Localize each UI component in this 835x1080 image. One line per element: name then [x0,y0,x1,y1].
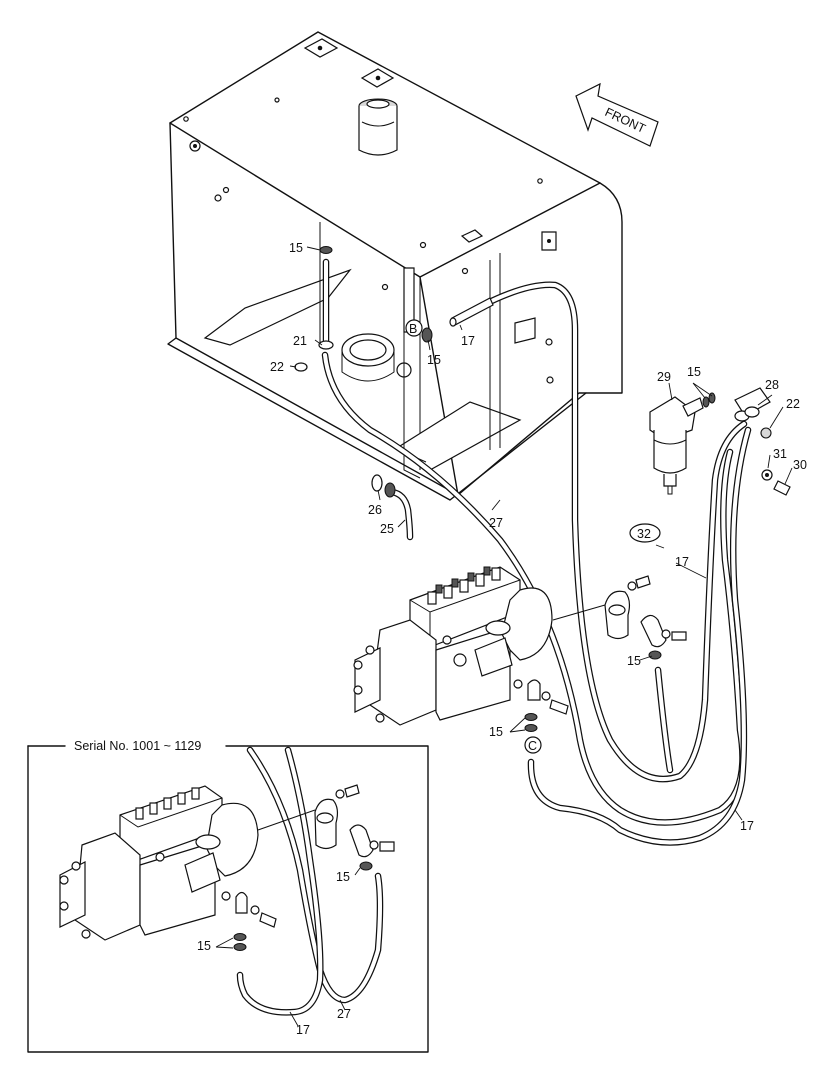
label-15: 15 [687,365,701,379]
label-28: 28 [765,378,779,392]
pipe-17-stub [449,297,494,327]
label-31: 31 [773,447,787,461]
callout-32: 32 [629,523,661,543]
fuel-hoses [321,258,752,846]
label-27: 27 [337,1007,351,1021]
delivery-valves [427,566,501,605]
fuel-tank [167,31,623,501]
label-21: 21 [293,334,307,348]
tank-top-bosses [183,38,557,275]
label-17: 17 [675,555,689,569]
label-27: 27 [489,516,503,530]
hose-clamps [294,246,433,498]
label-15: 15 [627,654,641,668]
label-26: 26 [368,503,382,517]
svg-text:B: B [409,322,417,336]
injection-pump-main [353,566,687,732]
label-29: 29 [657,370,671,384]
label-17: 17 [296,1023,310,1037]
label-15: 15 [289,241,303,255]
label-22: 22 [786,397,800,411]
label-15: 15 [489,725,503,739]
label-15: 15 [336,870,350,884]
label-30: 30 [793,458,807,472]
callout-b: B [405,319,423,337]
filler-neck [358,98,398,156]
fuel-filter-assembly [649,387,791,496]
label-22: 22 [270,360,284,374]
inset-title: Serial No. 1001 ~ 1129 [74,739,201,753]
label-17: 17 [461,334,475,348]
label-15: 15 [427,353,441,367]
label-15: 15 [197,939,211,953]
front-direction-arrow: FRONT [575,82,659,147]
leader-lines [215,246,793,1027]
label-25: 25 [380,522,394,536]
label-17: 17 [740,819,754,833]
part-number-labels: 15 21 22 15 17 26 25 27 29 15 28 22 31 3… [197,241,807,1037]
callout-c: C [524,736,542,754]
inset-serial-variant: Serial No. 1001 ~ 1129 [27,739,429,1053]
svg-text:C: C [528,739,537,753]
svg-text:32: 32 [637,527,651,541]
